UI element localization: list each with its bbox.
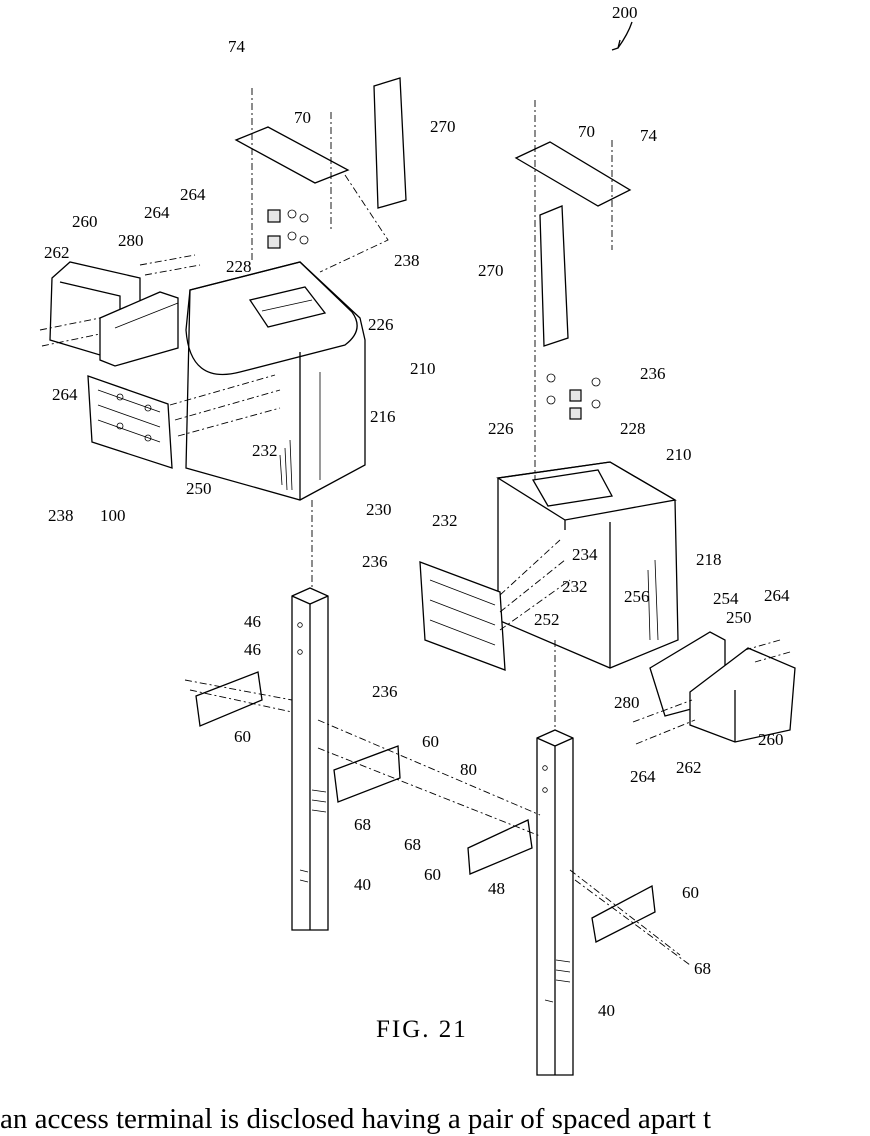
ref-label-280: 280 xyxy=(118,231,144,250)
ref-label-236: 236 xyxy=(362,552,388,571)
ref-label-236: 236 xyxy=(640,364,666,383)
ref-label-70: 70 xyxy=(294,108,311,127)
ref-label-46: 46 xyxy=(244,612,261,631)
ref-label-74: 74 xyxy=(228,37,246,56)
ref-label-210: 210 xyxy=(666,445,692,464)
ref-label-232: 232 xyxy=(562,577,588,596)
ref-label-254: 254 xyxy=(713,589,739,608)
ref-label-228: 228 xyxy=(226,257,252,276)
ref-label-40: 40 xyxy=(598,1001,615,1020)
ref-label-238: 238 xyxy=(48,506,74,525)
left-terminal-housing xyxy=(40,78,406,600)
ref-label-260: 260 xyxy=(758,730,784,749)
right-terminal-housing xyxy=(420,100,795,744)
ref-label-262: 262 xyxy=(44,243,70,262)
abstract-text: ian access terminal is disclosed having … xyxy=(0,1103,711,1136)
ref-label-216: 216 xyxy=(370,407,396,426)
post-left xyxy=(292,588,328,930)
ref-label-236: 236 xyxy=(372,682,398,701)
ref-label-60: 60 xyxy=(682,883,699,902)
post-right xyxy=(537,730,573,1075)
ref-label-230: 230 xyxy=(366,500,392,519)
ref-label-210: 210 xyxy=(410,359,436,378)
ref-label-256: 256 xyxy=(624,587,650,606)
ref-label-264: 264 xyxy=(630,767,656,786)
ref-label-270: 270 xyxy=(478,261,504,280)
ref-label-70: 70 xyxy=(578,122,595,141)
ref-label-40: 40 xyxy=(354,875,371,894)
ref-label-80: 80 xyxy=(460,760,477,779)
ref-label-264: 264 xyxy=(144,203,170,222)
ref-label-264: 264 xyxy=(52,385,78,404)
figure-caption: FIG. 21 xyxy=(376,1016,468,1044)
ref-label-234: 234 xyxy=(572,545,598,564)
ref-label-238: 238 xyxy=(394,251,420,270)
assembly-arrow xyxy=(618,22,632,48)
ref-label-280: 280 xyxy=(614,693,640,712)
ref-label-228: 228 xyxy=(620,419,646,438)
ref-label-270: 270 xyxy=(430,117,456,136)
ref-label-260: 260 xyxy=(72,212,98,231)
ref-label-250: 250 xyxy=(186,479,212,498)
splice-plates xyxy=(185,672,690,965)
ref-label-60: 60 xyxy=(422,732,439,751)
ref-label-226: 226 xyxy=(488,419,514,438)
arrow-head xyxy=(612,40,620,50)
ref-label-250: 250 xyxy=(726,608,752,627)
reference-labels: 7470270264264260262280228238226210264216… xyxy=(44,37,790,1020)
ref-label-48: 48 xyxy=(488,879,505,898)
ref-label-232: 232 xyxy=(252,441,278,460)
ref-label-68: 68 xyxy=(404,835,421,854)
ref-label-264: 264 xyxy=(764,586,790,605)
ref-label-232: 232 xyxy=(432,511,458,530)
ref-200: 200 xyxy=(612,3,638,22)
ref-label-68: 68 xyxy=(694,959,711,978)
ref-label-60: 60 xyxy=(424,865,441,884)
ref-label-262: 262 xyxy=(676,758,702,777)
ref-label-68: 68 xyxy=(354,815,371,834)
ref-label-46: 46 xyxy=(244,640,261,659)
ref-label-218: 218 xyxy=(696,550,722,569)
ref-label-226: 226 xyxy=(368,315,394,334)
ref-label-74: 74 xyxy=(640,126,658,145)
ref-label-60: 60 xyxy=(234,727,251,746)
ref-label-252: 252 xyxy=(534,610,560,629)
ref-label-264: 264 xyxy=(180,185,206,204)
ref-label-100: 100 xyxy=(100,506,126,525)
